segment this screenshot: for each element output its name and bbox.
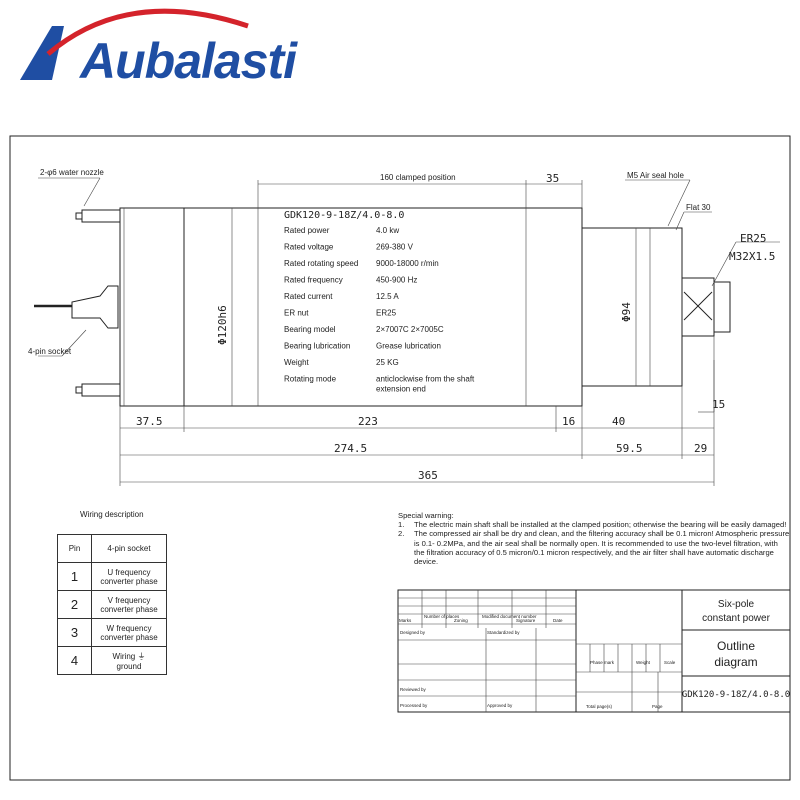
dim-94: Φ94 <box>620 302 633 322</box>
dim-37-5: 37.5 <box>136 415 163 428</box>
connector-housing <box>71 285 119 329</box>
spec-label: Rated frequency <box>284 276 343 285</box>
shaft <box>681 277 715 337</box>
spec-label: Rated voltage <box>284 243 334 252</box>
spec-label: Bearing lubrication <box>284 342 350 351</box>
er-nut <box>713 281 731 333</box>
svg-text:Number of places: Number of places <box>424 614 460 619</box>
dim-365: 365 <box>418 469 438 482</box>
svg-text:Designed by: Designed by <box>400 630 426 635</box>
wiring-row: 4 Wiring ⏚ground <box>57 646 167 675</box>
svg-text:Total page(s): Total page(s) <box>586 704 613 709</box>
spec-value: 450-900 Hz <box>376 276 417 285</box>
svg-text:Date: Date <box>553 618 563 623</box>
spec-label: Rated current <box>284 292 333 301</box>
logo-mark <box>20 8 249 80</box>
svg-text:Reviewed by: Reviewed by <box>400 687 427 692</box>
dim-223: 223 <box>358 415 378 428</box>
title-line-1: Six-pole <box>718 599 755 610</box>
wiring-head-socket: 4-pin socket <box>91 534 167 563</box>
spec-label: Rated power <box>284 226 330 235</box>
spec-label: Bearing model <box>284 325 336 334</box>
dim-15: 15 <box>712 398 725 411</box>
pin-socket-label: 4-pin socket <box>28 347 72 356</box>
ground-icon: ⏚ <box>137 651 146 661</box>
nozzle-bottom <box>81 383 121 397</box>
title-model: GDK120-9-18Z/4.0-8.0 <box>682 690 790 700</box>
spec-value-cont: extension end <box>376 385 426 394</box>
warning-title: Special warning: <box>398 511 454 520</box>
wiring-head-pin: Pin <box>57 534 92 563</box>
svg-text:Zoning: Zoning <box>454 618 468 623</box>
dim-16: 16 <box>562 415 575 428</box>
spec-value: 12.5 A <box>376 292 399 301</box>
wiring-title: Wiring description <box>80 510 144 519</box>
dim-35: 35 <box>546 172 559 185</box>
spec-value: anticlockwise from the shaft <box>376 375 475 384</box>
dim-29: 29 <box>694 442 707 455</box>
spec-label: Rated rotating speed <box>284 259 358 268</box>
wiring-header-row: Pin 4-pin socket <box>57 534 167 563</box>
nameplate-model: GDK120-9-18Z/4.0-8.0 <box>284 210 404 221</box>
air-seal-label: M5 Air seal hole <box>627 171 684 180</box>
svg-text:Processed by: Processed by <box>400 703 428 708</box>
nozzle-top <box>81 209 121 223</box>
spec-value: 25 KG <box>376 358 399 367</box>
spec-value: 9000-18000 r/min <box>376 259 439 268</box>
svg-text:Page: Page <box>652 704 663 709</box>
er-label: ER25 <box>740 232 767 245</box>
clamped-label: 160 clamped position <box>380 173 456 182</box>
diagram-line-1: Outline <box>717 639 755 653</box>
diagram-line-2: diagram <box>714 655 757 669</box>
brand-name: Aubalasti <box>80 33 297 89</box>
spec-label: Rotating mode <box>284 375 337 384</box>
spec-value: 269-380 V <box>376 243 414 252</box>
svg-text:Phase mark: Phase mark <box>590 660 615 665</box>
spec-value: ER25 <box>376 309 397 318</box>
svg-text:Standardized by: Standardized by <box>487 630 520 635</box>
spec-label: Weight <box>284 358 310 367</box>
spec-list: Rated power 4.0 kw Rated voltage 269-380 V R… <box>284 226 475 394</box>
spec-label: ER nut <box>284 309 309 318</box>
rear-cap <box>119 207 185 407</box>
svg-text:Marks: Marks <box>399 618 412 623</box>
svg-text:Signature: Signature <box>516 618 536 623</box>
flat-label: Flat 30 <box>686 203 711 212</box>
svg-text:Approved by: Approved by <box>487 703 513 708</box>
warning-item: 1.The electric main shaft shall be insta… <box>398 520 787 530</box>
title-block <box>397 589 791 713</box>
drawing-frame <box>9 135 791 781</box>
dim-40: 40 <box>612 415 625 428</box>
spec-value: 2×7007C 2×7005C <box>376 325 444 334</box>
special-warning: Special warning: 1.The electric main sha… <box>398 511 790 566</box>
warning-item: 2.The compressed air shall be dry and cl… <box>398 529 790 567</box>
dim-120: Φ120h6 <box>216 305 229 345</box>
title-line-2: constant power <box>702 613 770 624</box>
svg-text:Modified document number: Modified document number <box>482 614 537 619</box>
svg-text:Weight: Weight <box>636 660 651 665</box>
dim-59-5: 59.5 <box>616 442 643 455</box>
water-nozzle-label: 2-φ6 water nozzle <box>40 168 104 177</box>
spec-value: Grease lubrication <box>376 342 441 351</box>
brand-logo: Aubalasti <box>18 6 297 96</box>
title-block-grid <box>398 590 682 712</box>
thread-label: M32X1.5 <box>729 250 775 263</box>
spec-value: 4.0 kw <box>376 226 399 235</box>
svg-text:Scale: Scale <box>664 660 676 665</box>
dim-274-5: 274.5 <box>334 442 367 455</box>
